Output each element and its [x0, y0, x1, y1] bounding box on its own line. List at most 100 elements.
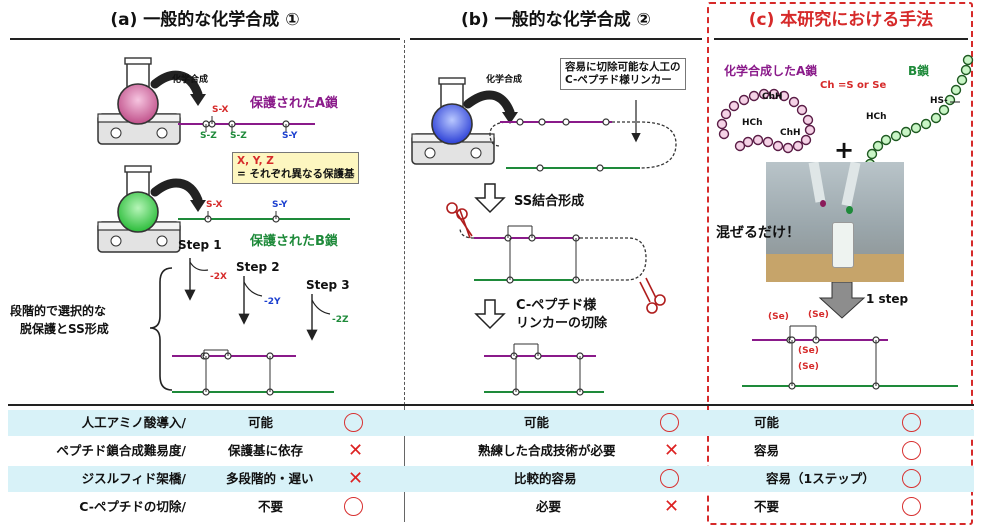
step1-label: Step 1 [178, 238, 222, 252]
protecting-group-note: X, Y, Z = それぞれ異なる保護基 [232, 152, 360, 184]
cell-b: 熟練した合成技術が必要 [478, 443, 616, 458]
linker-b1 [489, 121, 677, 169]
header-rule-c [714, 38, 968, 40]
flask-a2-icon [97, 165, 181, 253]
circle-icon [902, 469, 921, 488]
flask-a1-label: 化学合成 [172, 75, 209, 85]
plus-sign: + [834, 136, 855, 164]
table-row: 人工アミノ酸導入/ 可能 可能 可能 [8, 410, 974, 436]
arrow-a1-icon [150, 70, 203, 99]
note-desc: = それぞれ異なる保護基 [237, 168, 355, 180]
sz-label-2: S-Z [230, 131, 247, 141]
cell-c: 容易 [754, 443, 780, 458]
circle-icon [902, 413, 921, 432]
minus-x-label: -2X [210, 272, 227, 282]
ch-definition: Ch =S or Se [820, 80, 887, 91]
protected-b-label: 保護されたB鎖 [250, 234, 338, 249]
cell-a: 保護基に依存 [228, 443, 304, 458]
side-label-2: 脱保護とSS形成 [20, 322, 109, 336]
cut-label-1: C-ペプチド様 [516, 298, 597, 313]
cell-c: 容易（1ステップ） [766, 471, 875, 486]
product-b [484, 343, 604, 396]
bracket-icon [149, 267, 173, 391]
flask-a1-icon [97, 57, 181, 145]
chain-b-title: B鎖 [908, 64, 930, 78]
header-c: (c) 本研究における手法 [748, 10, 934, 30]
cross-icon: ✕ [664, 440, 680, 461]
table-top-rule [8, 404, 974, 406]
cell-b: 比較的容易 [514, 471, 577, 486]
down-arrow-b2-icon [474, 299, 506, 330]
minus-y-label: -2Y [264, 297, 281, 307]
chh-label-2: ChH [780, 128, 801, 138]
row-label: C-ペプチドの切除/ [79, 499, 186, 514]
scissors-icon-2 [639, 277, 666, 314]
hch-label-2: HCh [866, 112, 887, 122]
cell-a: 多段階的・遅い [226, 471, 314, 486]
product-c [742, 325, 958, 390]
se-label-4: (Se) [798, 362, 819, 372]
sy-label-2: S-Y [272, 200, 288, 210]
sx-label: S-X [212, 105, 229, 115]
ss-formation-label: SS結合形成 [514, 194, 585, 209]
side-label-1: 段階的で選択的な [10, 304, 107, 318]
protected-a-label: 保護されたA鎖 [250, 96, 339, 111]
diagram-canvas [97, 54, 974, 396]
circle-icon [902, 497, 921, 516]
sz-label-1: S-Z [200, 131, 217, 141]
structure-b-mid [459, 225, 647, 284]
se-label-3: (Se) [798, 346, 819, 356]
flask-b-label: 化学合成 [486, 75, 523, 85]
sy-label-1: S-Y [282, 131, 298, 141]
cell-b: 可能 [524, 415, 550, 430]
circle-icon [344, 497, 363, 516]
chh-label-1: ChH [762, 92, 783, 102]
divider-ab [404, 40, 405, 400]
cross-icon: ✕ [664, 496, 680, 517]
cut-label-2: リンカーの切除 [516, 316, 608, 331]
sx-label-b: S-X [206, 200, 223, 210]
step2-label: Step 2 [236, 260, 280, 274]
arrow-b1-icon [463, 90, 515, 117]
chain-a-beads [716, 88, 816, 154]
step3-label: Step 3 [306, 278, 350, 292]
se-label-2: (Se) [808, 310, 829, 320]
linker-note: 容易に切除可能な人工の C-ペプチド様リンカー [560, 58, 686, 90]
row-label: ペプチド鎖合成難易度/ [56, 443, 186, 458]
chain-a-title: 化学合成したA鎖 [724, 64, 818, 78]
row-label: 人工アミノ酸導入/ [81, 415, 186, 430]
linker-note-2: C-ペプチド様リンカー [565, 74, 672, 86]
linker-note-1: 容易に切除可能な人工の [565, 61, 681, 73]
row-label: ジスルフィド架橋/ [81, 471, 186, 486]
cross-icon: ✕ [348, 440, 364, 461]
down-arrow-c-icon [818, 281, 866, 319]
minus-z-label: -2Z [332, 315, 349, 325]
cell-c: 不要 [754, 499, 780, 514]
cell-a: 不要 [258, 499, 284, 514]
circle-icon [344, 413, 363, 432]
table-row: C-ペプチドの切除/ 不要 必要 ✕ 不要 [8, 494, 974, 520]
arrow-a2-icon [150, 178, 203, 205]
se-label-1: (Se) [768, 312, 789, 322]
cell-c: 可能 [754, 415, 780, 430]
circle-icon [660, 469, 679, 488]
product-a [172, 349, 334, 396]
cell-a: 可能 [248, 415, 274, 430]
mix-label: 混ぜるだけ！ [716, 225, 800, 241]
highlight-frame-c [707, 2, 973, 525]
scissors-icon [446, 202, 473, 239]
table-row: ジスルフィド架橋/ 多段階的・遅い ✕ 比較的容易 容易（1ステップ） [8, 466, 974, 492]
header-rule-a [10, 38, 400, 40]
header-b: (b) 一般的な化学合成 ② [461, 10, 651, 30]
circle-icon [660, 413, 679, 432]
one-step-label: 1 step [866, 292, 909, 306]
down-arrow-b1-icon [474, 183, 506, 214]
header-a: (a) 一般的な化学合成 ① [110, 10, 300, 30]
note-xyz: X, Y, Z [237, 155, 274, 167]
mixing-photo [766, 162, 904, 282]
divider-b-table [404, 402, 405, 522]
circle-icon [902, 441, 921, 460]
hs-label: HS- [930, 96, 948, 106]
flask-b-icon [411, 77, 495, 165]
hch-label-1: HCh [742, 118, 763, 128]
